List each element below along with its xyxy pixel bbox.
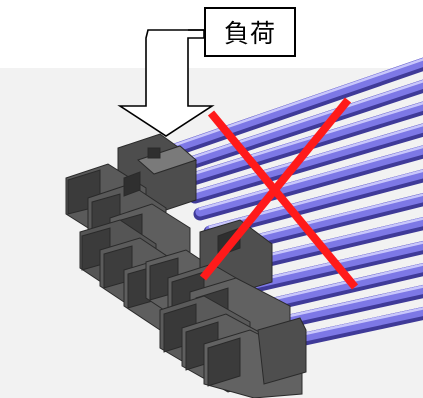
connector-housings	[65, 133, 307, 398]
load-label: 負荷	[223, 19, 276, 48]
connector-lower-row	[79, 219, 307, 398]
red-cross-mark	[199, 97, 359, 290]
load-label-box: 負荷	[204, 7, 296, 57]
